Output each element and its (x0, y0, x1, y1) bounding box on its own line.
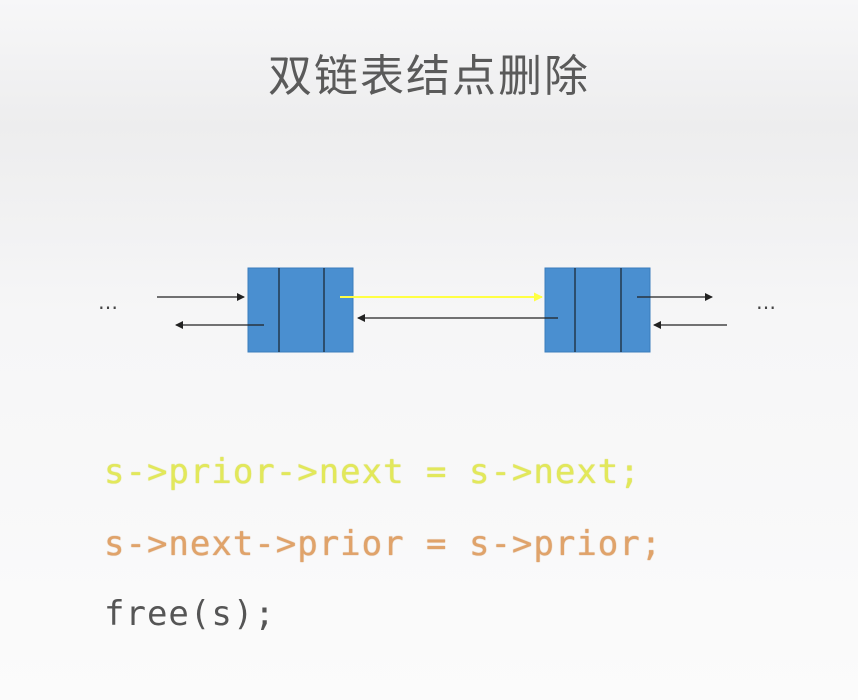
code-line-prior-next: s->prior->next = s->next; (104, 452, 641, 492)
ellipsis-right: … (756, 290, 776, 314)
ellipsis-left: … (98, 290, 118, 314)
code-line-next-prior: s->next->prior = s->prior; (104, 524, 663, 564)
slide-title: 双链表结点删除 (268, 51, 590, 102)
node-left (247, 267, 354, 353)
code-line-free: free(s); (104, 594, 276, 634)
node-right (544, 267, 651, 353)
